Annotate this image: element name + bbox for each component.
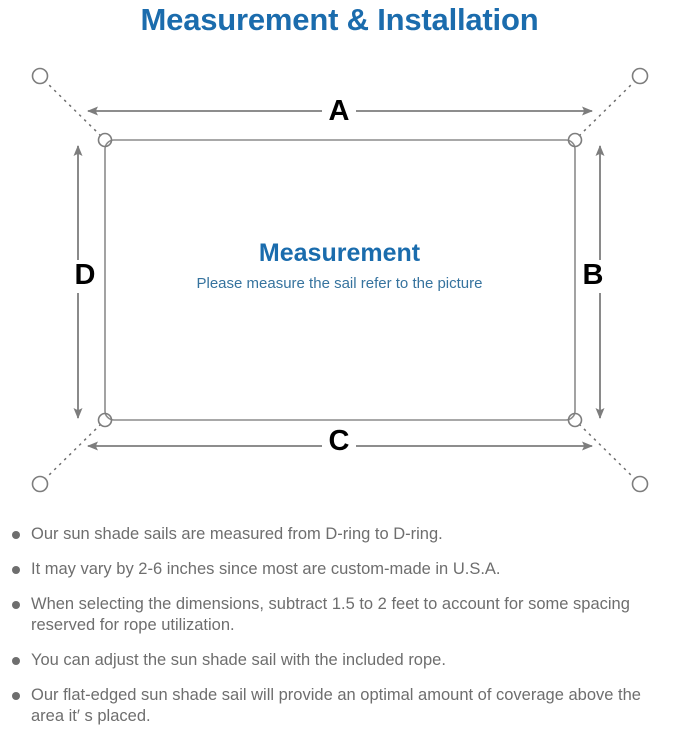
d-ring-top-left bbox=[97, 132, 113, 148]
note-text: Our flat-edged sun shade sail will provi… bbox=[31, 686, 641, 725]
anchor-ring-bottom-left bbox=[31, 475, 49, 493]
bullet-icon bbox=[12, 566, 20, 574]
anchor-ring-top-right bbox=[631, 67, 649, 85]
rope-line-top-left bbox=[45, 81, 102, 137]
diagram-center-title: Measurement bbox=[258, 239, 421, 267]
dimension-label-a: A bbox=[322, 96, 356, 126]
diagram-svg bbox=[31, 67, 649, 493]
d-ring-bottom-right bbox=[567, 412, 583, 428]
sail-rectangle bbox=[104, 139, 576, 421]
sail-measurement-diagram: A B C D Measurement Please measure the s… bbox=[0, 48, 679, 518]
bullet-icon bbox=[12, 657, 20, 665]
bullet-icon bbox=[12, 601, 20, 609]
diagram-center-subtitle: Please measure the sail refer to the pic… bbox=[196, 275, 483, 292]
list-item: Our flat-edged sun shade sail will provi… bbox=[0, 685, 679, 727]
page-title: Measurement & Installation bbox=[140, 2, 539, 37]
dimension-label-c: C bbox=[322, 426, 356, 456]
anchor-ring-top-left bbox=[31, 67, 49, 85]
note-text: You can adjust the sun shade sail with t… bbox=[31, 651, 446, 669]
dimension-label-d: D bbox=[70, 260, 100, 290]
d-ring-bottom-left bbox=[97, 412, 113, 428]
bullet-icon bbox=[12, 531, 20, 539]
dimension-label-b: B bbox=[578, 260, 608, 290]
list-item: When selecting the dimensions, subtract … bbox=[0, 594, 679, 636]
notes-list: Our sun shade sails are measured from D-… bbox=[0, 524, 679, 741]
list-item: You can adjust the sun shade sail with t… bbox=[0, 650, 679, 671]
rope-line-bottom-left bbox=[45, 423, 102, 479]
list-item: It may vary by 2-6 inches since most are… bbox=[0, 559, 679, 580]
note-text: When selecting the dimensions, subtract … bbox=[31, 595, 630, 634]
list-item: Our sun shade sails are measured from D-… bbox=[0, 524, 679, 545]
bullet-icon bbox=[12, 692, 20, 700]
anchor-ring-bottom-right bbox=[631, 475, 649, 493]
note-text: It may vary by 2-6 inches since most are… bbox=[31, 560, 501, 578]
rope-line-bottom-right bbox=[578, 423, 635, 479]
d-ring-top-right bbox=[567, 132, 583, 148]
rope-line-top-right bbox=[578, 81, 635, 137]
note-text: Our sun shade sails are measured from D-… bbox=[31, 525, 443, 543]
